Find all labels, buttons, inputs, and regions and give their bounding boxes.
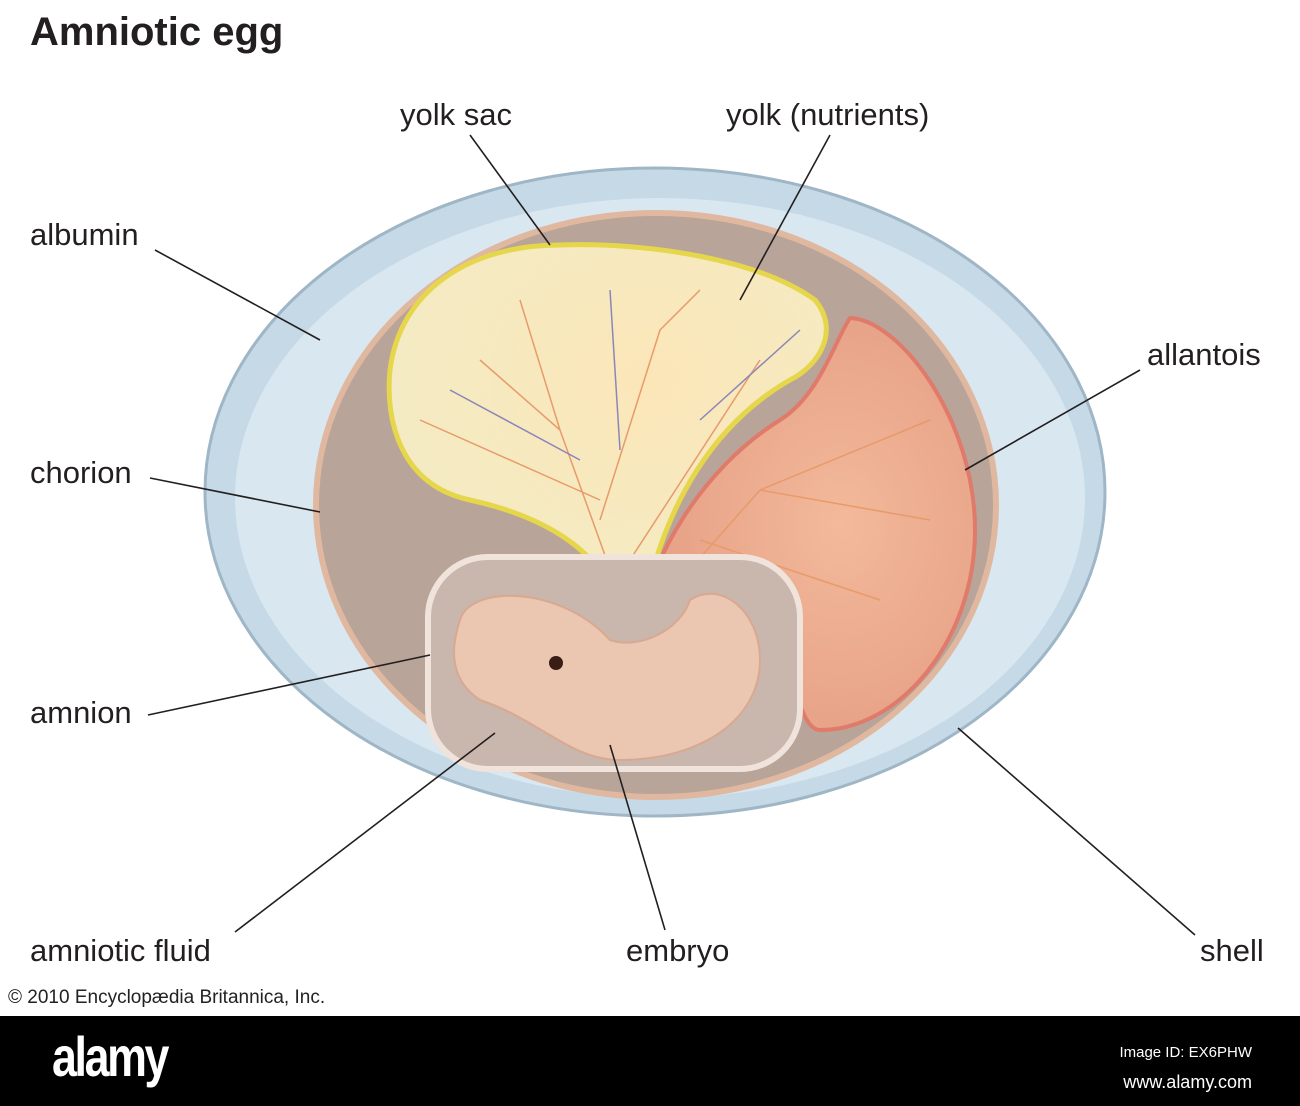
label-albumin: albumin <box>30 217 139 252</box>
image-id: Image ID: EX6PHW <box>1119 1044 1252 1061</box>
alamy-logo: alamy <box>52 1025 169 1088</box>
site-url: www.alamy.com <box>1123 1072 1252 1092</box>
label-shell: shell <box>1200 933 1264 968</box>
footer-bar: alamy Image ID: EX6PHW www.alamy.com <box>0 1016 1300 1106</box>
label-yolk-sac: yolk sac <box>400 97 512 132</box>
embryo <box>453 592 762 762</box>
label-embryo: embryo <box>626 933 730 968</box>
leader-lines <box>147 134 1196 936</box>
label-yolk: yolk (nutrients) <box>726 97 930 132</box>
label-allantois: allantois <box>1147 337 1261 372</box>
blood-vessels <box>419 289 931 626</box>
yolk-sac <box>386 242 829 633</box>
label-amnion: amnion <box>30 695 132 730</box>
page-title: Amniotic egg <box>30 10 284 54</box>
label-amniotic-fluid: amniotic fluid <box>30 933 211 968</box>
label-chorion: chorion <box>30 455 132 490</box>
egg-diagram <box>147 134 1196 936</box>
copyright: © 2010 Encyclopædia Britannica, Inc. <box>8 987 326 1008</box>
embryo-eye <box>549 656 563 670</box>
